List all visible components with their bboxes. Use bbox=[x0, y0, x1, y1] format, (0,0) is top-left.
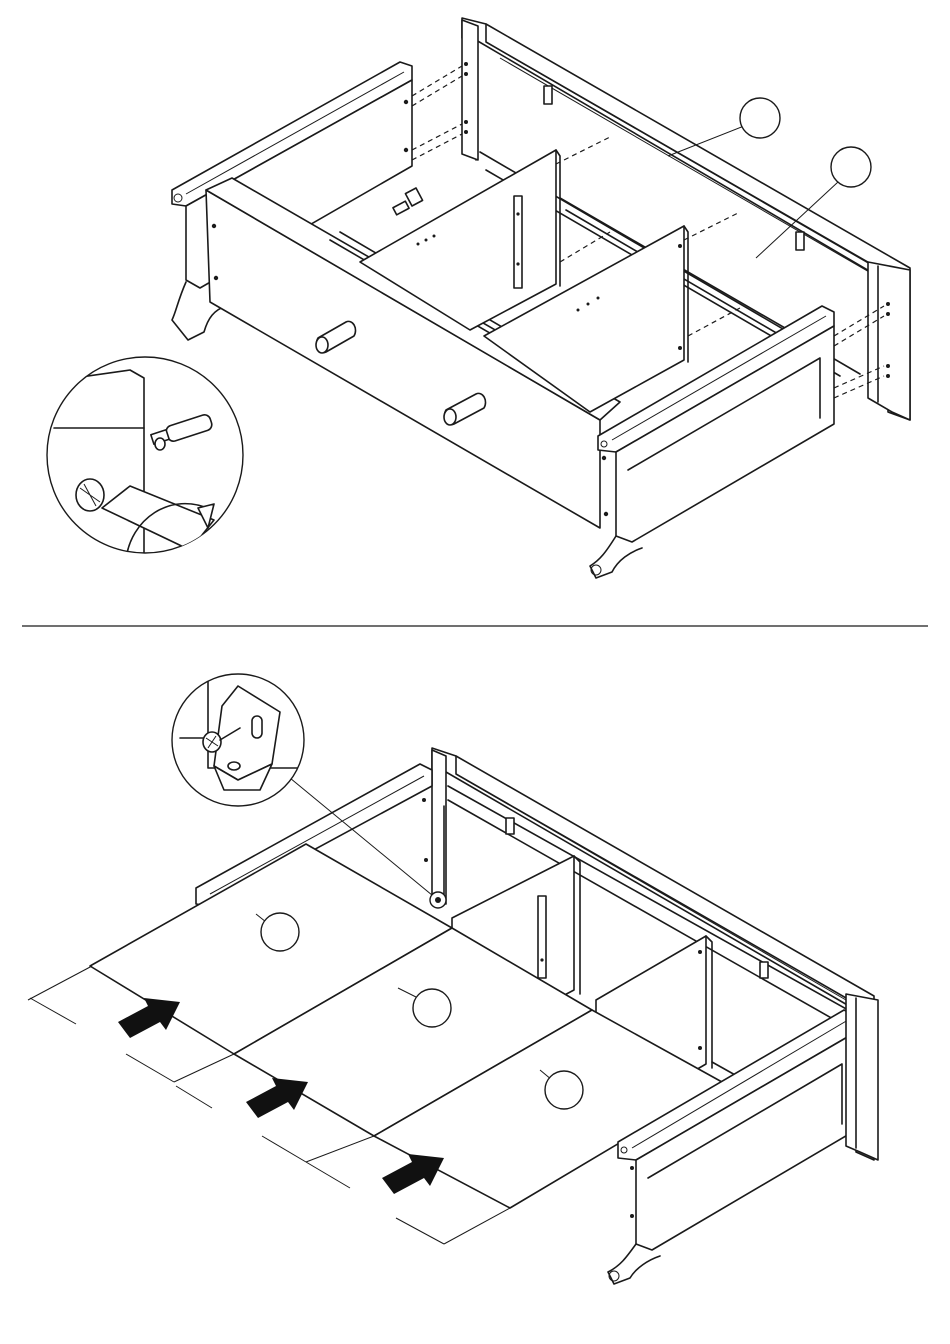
dowel-alignment-lines-left bbox=[404, 62, 468, 160]
right-back-leg-bottom bbox=[846, 994, 878, 1160]
dowel-detail-circle bbox=[47, 357, 262, 620]
step-top-illustration bbox=[47, 18, 910, 620]
step-bottom-illustration bbox=[28, 674, 878, 1284]
right-back-leg bbox=[834, 262, 910, 420]
